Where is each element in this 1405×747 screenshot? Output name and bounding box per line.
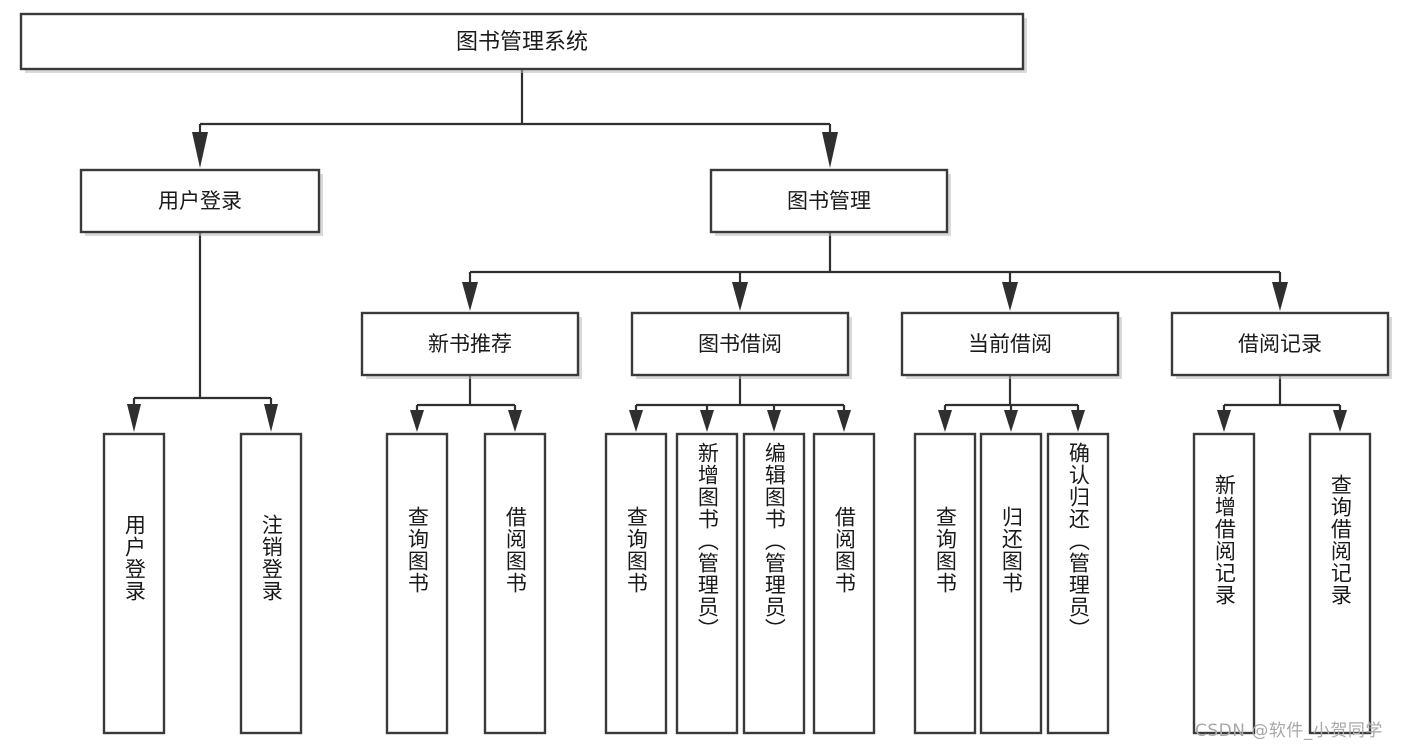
connector-group-book-borrow — [629, 375, 851, 432]
leaf-boxes-group — [102, 432, 1372, 735]
node-root-box[interactable] — [19, 12, 1025, 71]
node-book-manage-label: 图书管理 — [787, 189, 871, 213]
node-new-book-recommend-box[interactable] — [360, 311, 580, 377]
arrow-head-leaf-query-book-1 — [410, 410, 424, 432]
arrow-head-leaf-return-book — [1004, 410, 1018, 432]
node-root-label: 图书管理系统 — [456, 30, 588, 55]
node-leaf-borrow-book-2-box[interactable] — [812, 432, 876, 735]
node-current-borrow-box[interactable] — [900, 311, 1120, 377]
node-borrow-record[interactable]: 借阅记录 — [1170, 311, 1392, 379]
arrow-head-leaf-edit-book — [767, 410, 781, 432]
node-leaf-query-record-box[interactable] — [1308, 432, 1372, 735]
node-book-borrow-box[interactable] — [630, 311, 850, 377]
arrow-head-leaf-query-book-2 — [629, 410, 643, 432]
arrow-head-borrow-record — [1272, 282, 1288, 311]
connector-group-root — [192, 69, 838, 168]
arrow-head-leaf-borrow-book-1 — [508, 410, 522, 432]
arrow-head-book-borrow — [732, 282, 748, 311]
node-book-manage[interactable]: 图书管理 — [709, 168, 951, 236]
arrow-head-leaf-user-login — [127, 404, 141, 432]
node-book-manage-box[interactable] — [709, 168, 949, 234]
node-new-book-recommend[interactable]: 新书推荐 — [360, 311, 582, 379]
node-leaf-return-book-box[interactable] — [979, 432, 1043, 735]
node-current-borrow[interactable]: 当前借阅 — [900, 311, 1122, 379]
node-leaf-user-login-box[interactable] — [102, 432, 166, 735]
node-borrow-record-label: 借阅记录 — [1238, 332, 1322, 356]
arrow-head-leaf-add-book — [700, 410, 714, 432]
node-root[interactable]: 图书管理系统 — [19, 12, 1027, 73]
connector-group-current-borrow — [938, 375, 1085, 432]
node-leaf-query-book-2-box[interactable] — [604, 432, 668, 735]
connector-group-book-manage — [462, 232, 1288, 311]
node-leaf-query-book-1-box[interactable] — [385, 432, 449, 735]
arrow-head-leaf-borrow-book-2 — [837, 410, 851, 432]
node-user-login-label: 用户登录 — [158, 189, 242, 213]
connector-group-user-login — [127, 232, 278, 432]
arrow-head-leaf-add-record — [1217, 410, 1231, 432]
connector-group-new-book-recommend — [410, 375, 522, 432]
arrow-head-leaf-logout — [264, 404, 278, 432]
node-leaf-confirm-return-box[interactable] — [1046, 432, 1110, 735]
node-book-borrow[interactable]: 图书借阅 — [630, 311, 852, 379]
arrow-head-new-book-recommend — [462, 282, 478, 311]
node-leaf-query-book-3-box[interactable] — [913, 432, 977, 735]
node-leaf-logout-box[interactable] — [239, 432, 303, 735]
node-book-borrow-label: 图书借阅 — [698, 332, 782, 356]
csdn-watermark: CSDN @软件_小贺同学 — [1195, 721, 1383, 741]
arrow-head-leaf-confirm-return — [1071, 410, 1085, 432]
node-borrow-record-box[interactable] — [1170, 311, 1390, 377]
node-user-login[interactable]: 用户登录 — [79, 168, 323, 236]
arrow-head-user-login — [192, 132, 208, 168]
node-leaf-borrow-book-1-box[interactable] — [483, 432, 547, 735]
node-user-login-box[interactable] — [79, 168, 321, 234]
arrow-head-current-borrow — [1002, 282, 1018, 311]
node-current-borrow-label: 当前借阅 — [968, 332, 1052, 356]
arrow-head-book-manage — [822, 132, 838, 168]
connector-group-borrow-record — [1217, 375, 1347, 432]
node-leaf-add-book-box[interactable] — [675, 432, 739, 735]
node-new-book-recommend-label: 新书推荐 — [428, 332, 512, 356]
node-leaf-add-record-box[interactable] — [1192, 432, 1256, 735]
node-leaf-edit-book-box[interactable] — [742, 432, 806, 735]
arrow-head-leaf-query-book-3 — [938, 410, 952, 432]
arrow-head-leaf-query-record — [1333, 410, 1347, 432]
